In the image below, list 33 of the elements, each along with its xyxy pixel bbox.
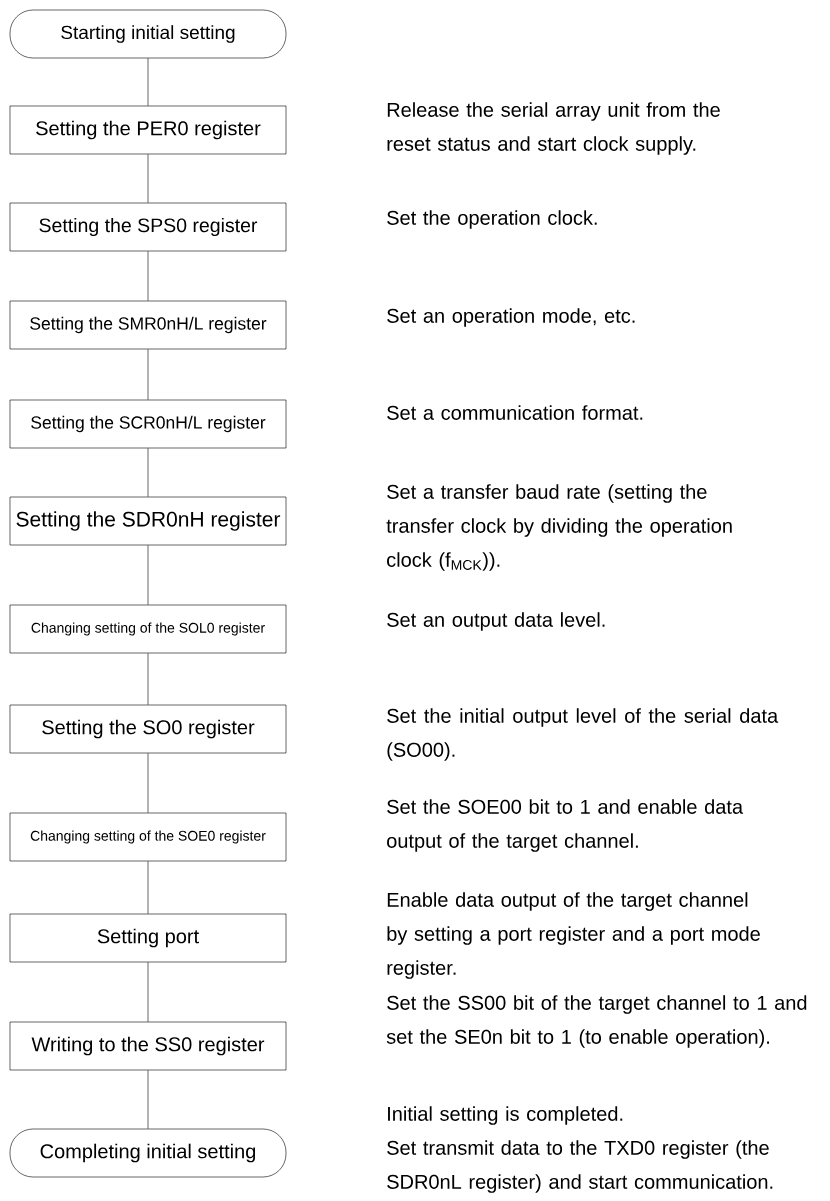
connector-line	[147, 251, 149, 301]
connector-line	[147, 154, 149, 203]
connector-line	[147, 1070, 149, 1129]
description-text: Enable data output of the target channel by setting a port register and a port mode register.	[387, 892, 760, 979]
connector-line	[147, 545, 149, 605]
description-text: Set the initial output level of the serial data (SO00).	[387, 708, 779, 761]
process-box: Setting the SDR0nH register	[9, 496, 287, 546]
process-box: Setting the SPS0 register	[9, 202, 287, 252]
connector-line	[147, 753, 149, 813]
description-text: Set transmit data to the TXD0 register (the SDR0nL register) and start communication.	[387, 1140, 773, 1193]
connector-line	[147, 962, 149, 1022]
process-box: Writing to the SS0 register	[9, 1021, 287, 1071]
process-box: Changing setting of the SOL0 register	[9, 604, 287, 654]
description-text: Set an operation mode, etc.	[387, 308, 635, 327]
connector-line	[147, 448, 149, 497]
process-box: Setting the SO0 register	[9, 704, 287, 754]
description-text: Set the SOE00 bit to 1 and enable data output of the target channel.	[387, 799, 744, 852]
description-text: Set an output data level.	[387, 612, 605, 631]
description-text: Set a transfer baud rate (setting the transfer clock by dividing the operation clock (f$_{MCK}$)).	[386, 484, 732, 571]
connector-line	[147, 861, 149, 914]
process-box: Setting the PER0 register	[9, 105, 287, 155]
description-text: Set the SS00 bit of the target channel to 1 and set the SE0n bit to 1 (to enable operation).	[386, 995, 807, 1048]
process-box: Setting the SCR0nH/L register	[9, 399, 287, 449]
connector-line	[147, 349, 149, 400]
process-box: Changing setting of the SOE0 register	[9, 812, 287, 862]
connector-line	[147, 653, 149, 705]
process-box: Setting port	[9, 913, 287, 963]
description-text: Set the operation clock.	[387, 210, 597, 229]
connector-line	[147, 58, 149, 106]
description-text: Initial setting is completed.	[388, 1106, 623, 1125]
process-box: Setting the SMR0nH/L register	[9, 300, 287, 350]
description-text: Set a communication format.	[387, 405, 643, 420]
description-text: Release the serial array unit from the reset status and start clock supply.	[387, 102, 720, 155]
